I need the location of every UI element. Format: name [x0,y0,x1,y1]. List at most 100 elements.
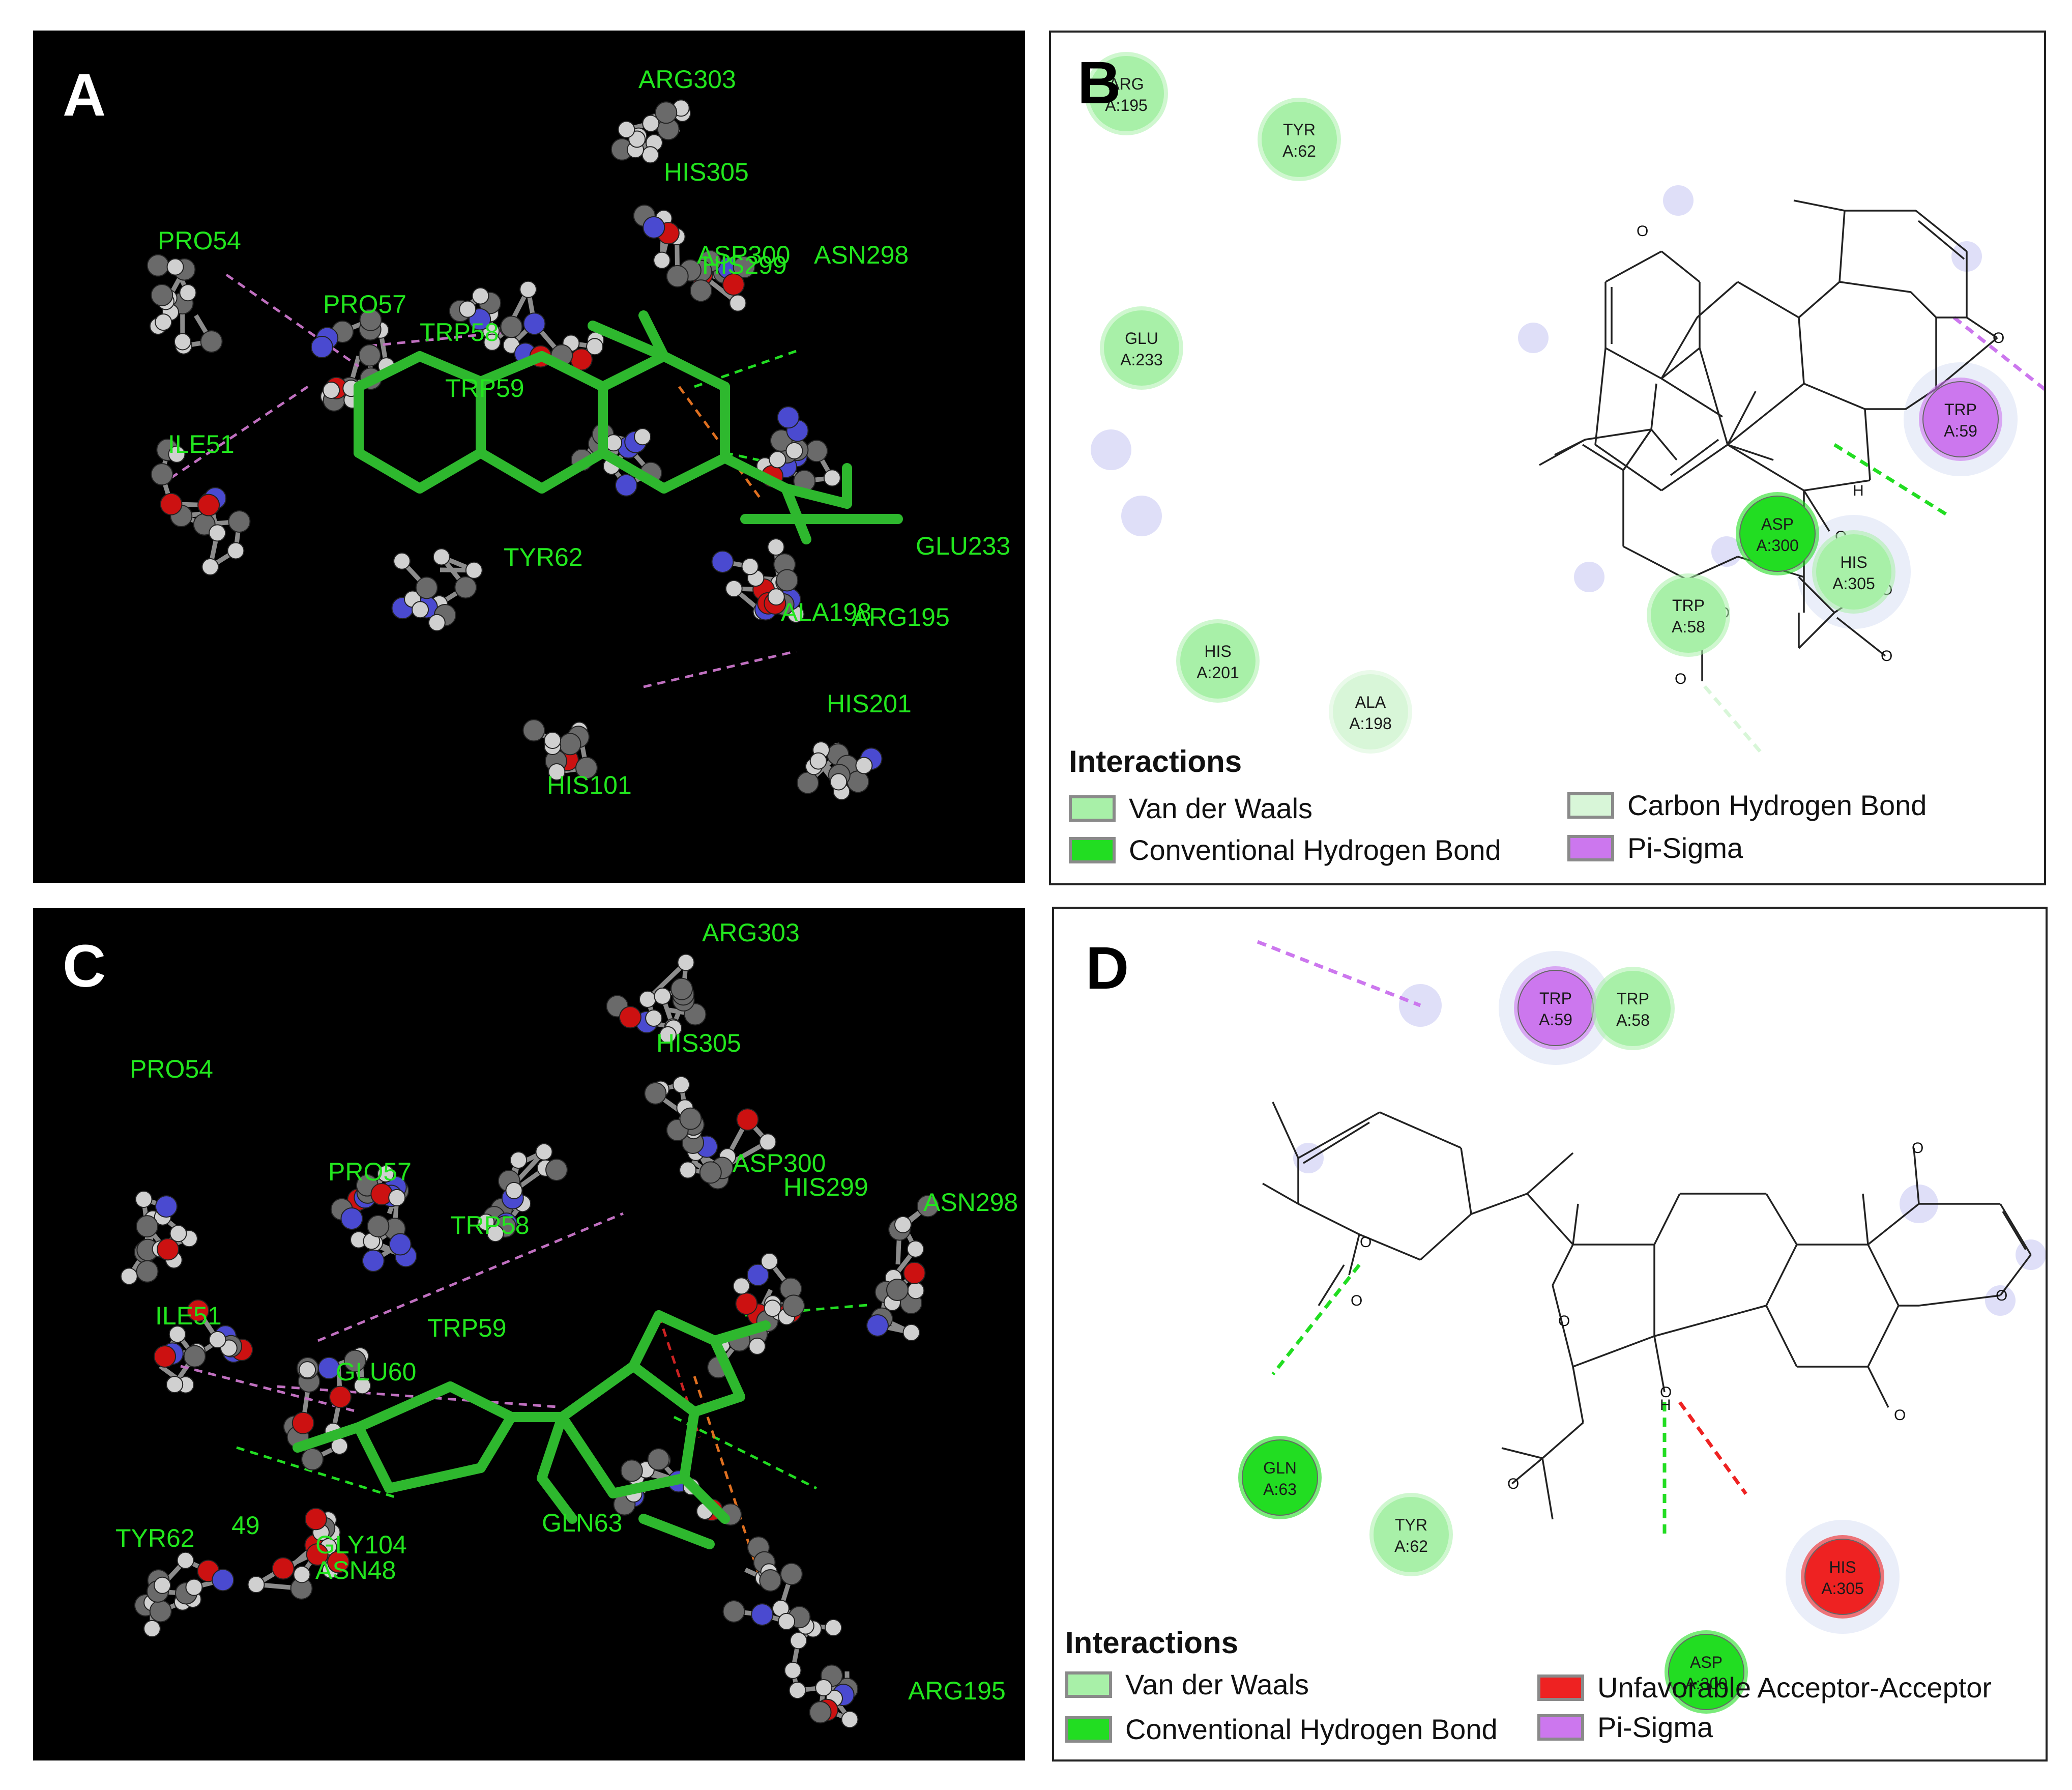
ligand-bond [1272,1102,1299,1159]
residue-label-ile51: ILE51 [155,1302,222,1330]
residue-disc-trp58 [1595,971,1671,1046]
ligand-bond [1541,1458,1554,1520]
atom-sphere [523,312,546,335]
ligand-bond [1359,1233,1421,1261]
atom-sphere [377,1165,395,1182]
atom-sphere [323,381,340,399]
ligand-bond [1699,348,1729,445]
ligand-bond [1867,1305,1900,1367]
residue-position-trp58: A:58 [1672,618,1705,636]
ligand-bond [1999,1203,2032,1255]
atom-sphere [227,542,245,560]
ligand-bond [1696,281,1739,319]
atom-sphere [412,601,429,619]
residue-disc-trp58 [1651,578,1726,653]
oxygen-atom-label: O [1360,1234,1371,1251]
residue-position-asp300: A:300 [1685,1674,1728,1693]
ligand-stick [557,1412,618,1498]
residue-position-trp59: A:59 [1944,422,1977,440]
atom-sphere [149,1600,172,1623]
residue-label-pro57: PRO57 [323,290,406,319]
residue-label-his101: HIS101 [547,771,632,799]
ligand-stick [679,1407,699,1483]
ligand-bond [1605,347,1662,380]
residue-label-arg303: ARG303 [702,918,800,947]
ligand-bond [1511,1457,1543,1485]
ligand-bond [1298,1111,1380,1159]
interaction-dash [317,1212,624,1342]
atom-sphere [393,552,411,570]
ligand-bond [1650,383,1657,430]
residue-label-tyr62: TYR62 [115,1524,195,1552]
residue-name-trp58: TRP [1672,596,1705,615]
ligand-bond [1798,317,1805,384]
residue-position-arg195: A:195 [1105,96,1148,114]
atom-sphere [769,451,786,469]
oxygen-atom-label: O [1881,648,1892,665]
residue-label-his201: HIS201 [827,689,912,718]
ligand-bond [1526,1152,1574,1195]
atom-sphere [673,1076,690,1093]
residue-label-asn298: ASN298 [814,241,909,269]
ligand-bond [1727,391,1757,445]
residue-name-arg195: ARG [1108,75,1144,93]
atom-sphere [389,1233,412,1256]
ligand-bond [1727,444,1774,461]
legend-item-pi-sigma: Pi-Sigma [1567,831,1743,864]
interaction-pi_sigma [1257,940,1421,1007]
atom-sphere [559,733,581,756]
legend-swatch-pi-sigma [1537,1714,1584,1741]
atom-sphere [151,283,173,306]
ligand-halo [1091,429,1131,470]
ligand-bond [1605,250,1662,283]
atom-sphere [505,1181,523,1199]
atom-sphere [777,406,800,429]
interaction-dash [678,386,762,500]
atom-sphere [327,1550,350,1573]
atom-sphere [841,1711,859,1728]
ligand-bond [1727,383,1805,446]
atom-sphere [359,308,382,331]
atom-sphere [733,256,755,279]
residue-label-pro54: PRO54 [130,1055,213,1083]
ligand-bond [1867,1366,1889,1408]
interaction-dash [368,329,522,348]
interaction-dash [643,650,797,688]
ligand-stick [354,448,425,494]
ligand-bond [1917,220,1965,260]
atom-sphere [759,1133,777,1151]
residue-disc-gln63 [1242,1439,1318,1516]
atom-sphere [785,442,803,459]
atom-sphere [120,1267,138,1285]
atom-sphere [367,1215,390,1237]
ligand-bond [1595,444,1662,492]
legend-swatch-hbond [1069,836,1116,863]
ligand-bond [1765,1305,1798,1367]
atom-sphere [759,1569,782,1592]
ligand-bond [1737,281,1799,319]
residue-label-arg195: ARG195 [908,1677,1006,1705]
atom-sphere [187,1299,210,1322]
residue-disc-tyr62 [1262,102,1337,177]
atom-sphere [306,1543,329,1566]
legend-label: Pi-Sigma [1627,832,1743,864]
ligand-stick [689,1392,745,1417]
atom-sphere [301,1448,324,1470]
interaction-carbon_hbond [1703,685,1765,757]
atom-sphere [825,1619,842,1636]
atom-sphere [358,344,381,367]
ligand-stick [638,1514,715,1549]
ligand-bond [1838,210,1846,282]
atom-sphere [477,1214,495,1231]
atom-sphere [155,313,172,331]
ligand-bond [1348,1234,1360,1276]
atom-sphere [735,1292,758,1315]
atom-sphere [362,1249,385,1272]
atom-sphere [340,1207,363,1230]
ligand-bond [1653,1336,1666,1393]
ligand-bond [1594,348,1607,445]
residue-disc-his305 [1804,1539,1881,1615]
ligand-stick [598,448,669,494]
